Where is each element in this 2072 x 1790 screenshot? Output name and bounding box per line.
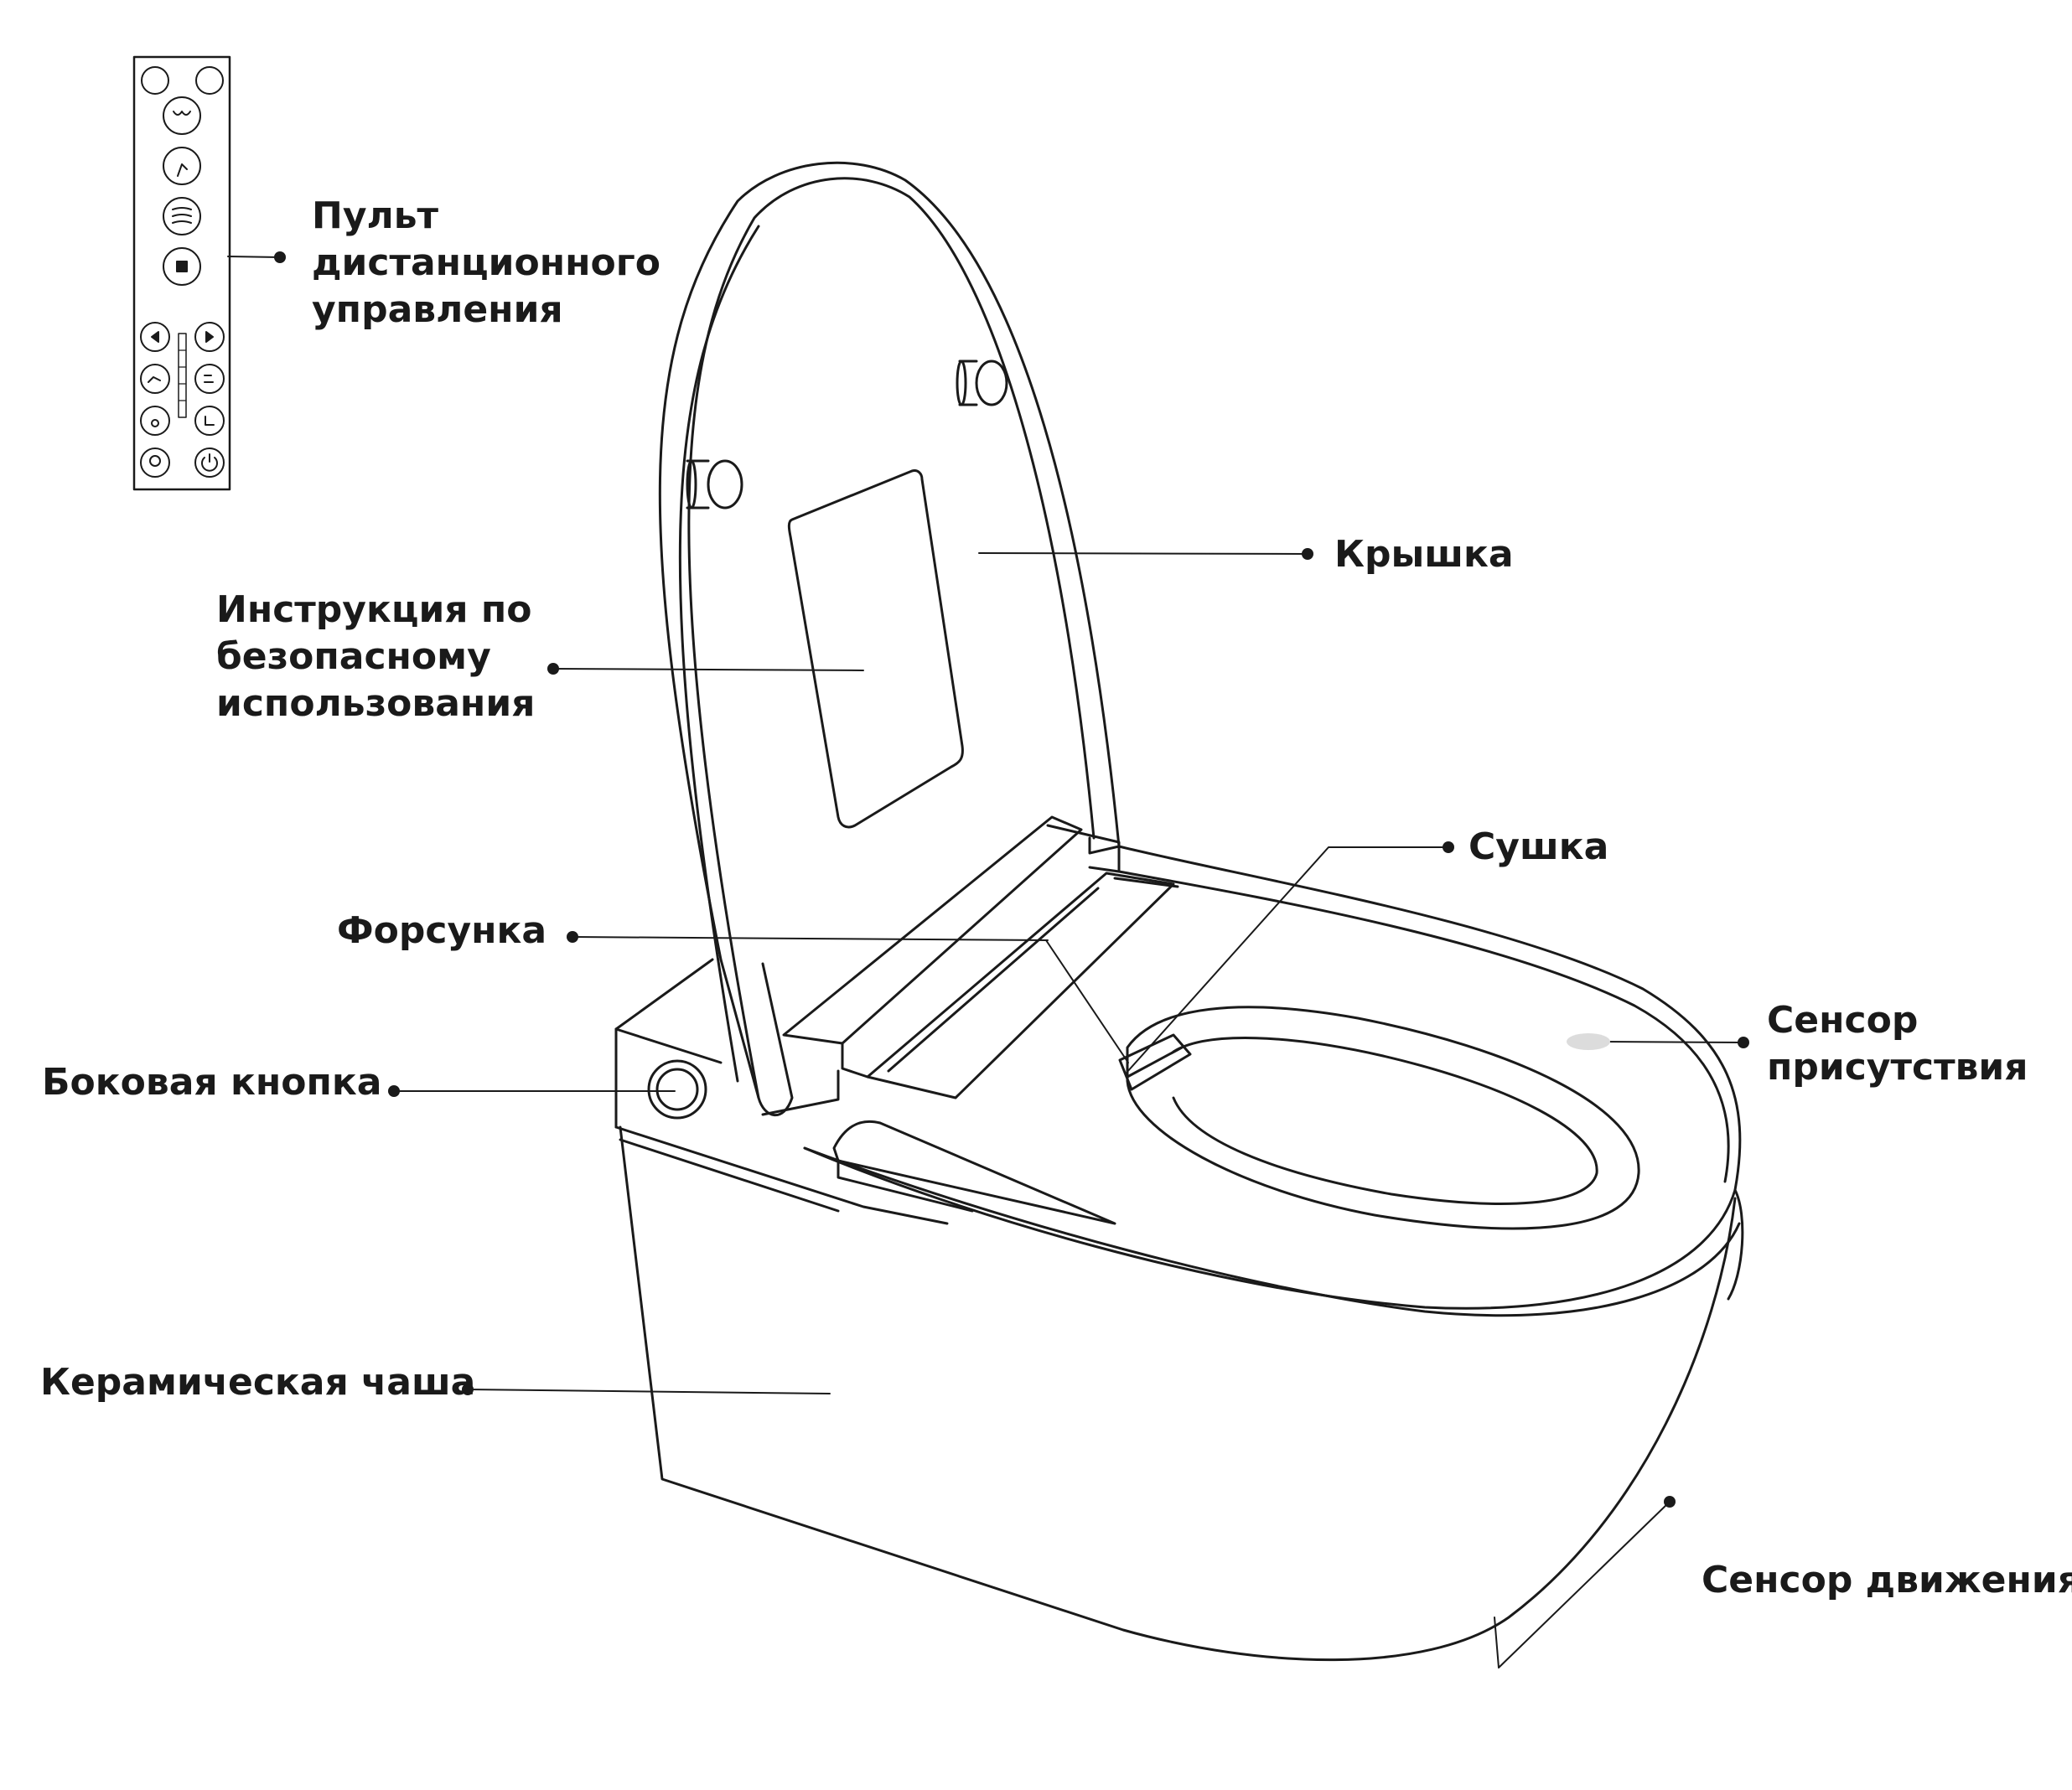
seat-heat-icon <box>141 66 169 95</box>
lid-bumper-left <box>686 459 743 510</box>
water-temp-icon <box>195 66 224 95</box>
instructions-label: Инструкция по безопасному использования <box>216 587 535 727</box>
water-temperature-icon <box>140 406 170 436</box>
dryer-unit <box>1118 1033 1192 1091</box>
light-icon <box>140 448 170 478</box>
lid-label: Крышка <box>1334 533 1514 576</box>
instruction-panel <box>787 469 964 829</box>
instructions-label-line-3: использования <box>216 682 536 725</box>
tank-housing <box>614 958 1116 1225</box>
left-arrow-icon <box>140 322 170 352</box>
front-wash-icon <box>163 147 201 185</box>
presence-sensor <box>1567 1033 1610 1050</box>
ceramic-bowl <box>619 1125 1744 1662</box>
presence-sensor-label-line-1: Сенсор <box>1767 999 1919 1042</box>
seat-temperature-icon <box>194 406 225 436</box>
remote-control <box>132 55 231 491</box>
power-icon <box>194 448 225 478</box>
motion-sensor-label: Сенсор движения <box>1702 1559 2072 1601</box>
instructions-label-line-2: безопасному <box>216 635 491 678</box>
remote-control-label: Пульт дистанционного управления <box>312 193 660 334</box>
lid-bumper-right <box>956 360 1008 406</box>
stop-icon <box>163 247 201 286</box>
remote-label-line-3: управления <box>312 288 563 331</box>
dry-icon <box>163 197 201 235</box>
presence-sensor-label-line-2: присутствия <box>1767 1046 2028 1089</box>
rear-wash-icon <box>163 96 201 135</box>
remote-label-line-2: дистанционного <box>312 241 660 284</box>
right-arrow-icon <box>194 322 225 352</box>
leader-lines <box>227 256 1744 1668</box>
ceramic-bowl-label: Керамическая чаша <box>40 1361 476 1404</box>
toilet-lid <box>658 161 1121 1117</box>
remote-label-line-1: Пульт <box>312 194 439 237</box>
dryer-label: Сушка <box>1469 825 1609 868</box>
leader-dots <box>274 251 1749 1508</box>
nozzle-position-icon <box>140 364 170 394</box>
water-pressure-icon <box>194 364 225 394</box>
toilet-seat <box>803 845 1742 1310</box>
side-button <box>647 1059 707 1120</box>
nozzle-label: Форсунка <box>337 909 547 952</box>
presence-sensor-label: Сенсор присутствия <box>1767 997 2028 1091</box>
side-button-label: Боковая кнопка <box>42 1061 382 1104</box>
instructions-label-line-1: Инструкция по <box>216 588 532 631</box>
nozzle-assembly <box>782 815 1179 1099</box>
